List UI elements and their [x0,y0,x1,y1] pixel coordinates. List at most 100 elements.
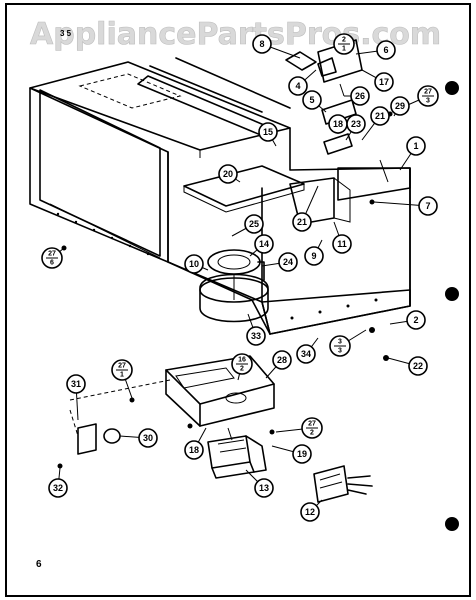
callout-circle [292,444,312,464]
callout-19: 19 [292,444,312,464]
callout-31: 31 [66,374,86,394]
callout-circle [300,502,320,522]
callout-number: 11 [337,239,347,249]
callout-subnumber: 6 [50,260,54,267]
callout-30: 30 [138,428,158,448]
callout-3-3: 33 [329,335,351,357]
callout-circle [376,40,396,60]
callout-32: 32 [48,478,68,498]
callout-circle [184,440,204,460]
callout-number: 27 [118,363,126,370]
callout-24: 24 [278,252,298,272]
fan-motor [207,427,267,479]
callout-circle [408,356,428,376]
callout-4: 4 [288,76,308,96]
callout-16-2: 162 [231,353,253,375]
fan-assembly [199,249,269,323]
callout-circle [278,252,298,272]
callout-circle [218,164,238,184]
callout-29: 29 [390,96,410,116]
callout-circle [254,234,274,254]
callout-number: 29 [395,101,405,111]
callout-circle [66,374,86,394]
callout-number: 24 [283,257,293,267]
callout-circle [406,136,426,156]
callout-22: 22 [408,356,428,376]
callout-number: 14 [259,239,269,249]
figure-mark: 3 5 [60,29,72,38]
callout-number: 21 [297,217,307,227]
callout-23: 23 [346,114,366,134]
callout-number: 1 [413,141,418,151]
callout-number: 6 [383,45,388,55]
callout-number: 12 [305,507,315,517]
callout-10: 10 [184,254,204,274]
callout-subnumber: 3 [338,348,342,355]
callout-number: 13 [259,483,269,493]
callout-circle [254,478,274,498]
callout-number: 4 [295,81,300,91]
callout-number: 23 [351,119,361,129]
callout-subnumber: 1 [342,46,346,53]
callout-number: 32 [53,483,63,493]
mount-bracket [69,379,171,455]
callout-number: 20 [223,169,233,179]
callout-number: 27 [48,251,56,258]
callout-number: 33 [251,331,261,341]
binder-hole [445,517,459,531]
callout-18-bottom: 18 [184,440,204,460]
callout-number: 27 [308,421,316,428]
callout-21-mid: 21 [292,212,312,232]
callout-number: 34 [301,349,311,359]
callout-number: 9 [311,251,316,261]
callout-number: 16 [238,357,246,364]
callout-14: 14 [254,234,274,254]
binder-hole [445,81,459,95]
callout-6: 6 [376,40,396,60]
callout-number: 19 [297,449,307,459]
callout-12: 12 [300,502,320,522]
callout-number: 3 [338,339,342,346]
callout-circle [246,326,266,346]
callout-7: 7 [418,196,438,216]
watermark-text: AppliancePartsPros.com [30,17,441,52]
callout-subnumber: 1 [120,372,124,379]
callout-2: 2 [406,310,426,330]
callout-18-top: 18 [328,114,348,134]
callout-21-top: 21 [370,106,390,126]
callout-number: 31 [71,379,81,389]
wire-connector [313,465,373,503]
callout-9: 9 [304,246,324,266]
callout-number: 21 [375,111,385,121]
callout-number: 26 [355,91,365,101]
callout-circle [288,76,308,96]
callout-number: 15 [263,127,273,137]
callout-34: 34 [296,344,316,364]
callout-26: 26 [350,86,370,106]
page-border [5,3,471,597]
callout-number: 17 [379,77,389,87]
callout-number: 5 [309,95,314,105]
callout-33: 33 [246,326,266,346]
callout-25: 25 [244,214,264,234]
callout-20: 20 [218,164,238,184]
motor-bracket [165,355,275,427]
callout-circle [272,350,292,370]
callout-circle [302,90,322,110]
callout-circle [138,428,158,448]
callout-circle [370,106,390,126]
callout-number: 7 [425,201,430,211]
callout-number: 18 [189,445,199,455]
callout-number: 28 [277,355,287,365]
callout-number: 27 [424,89,432,96]
callout-circle [296,344,316,364]
callout-circle [374,72,394,92]
callout-8: 8 [252,34,272,54]
callout-number: 8 [259,39,264,49]
callout-27-6: 276 [41,247,63,269]
callout-1: 1 [406,136,426,156]
callout-11: 11 [332,234,352,254]
callout-number: 2 [413,315,418,325]
